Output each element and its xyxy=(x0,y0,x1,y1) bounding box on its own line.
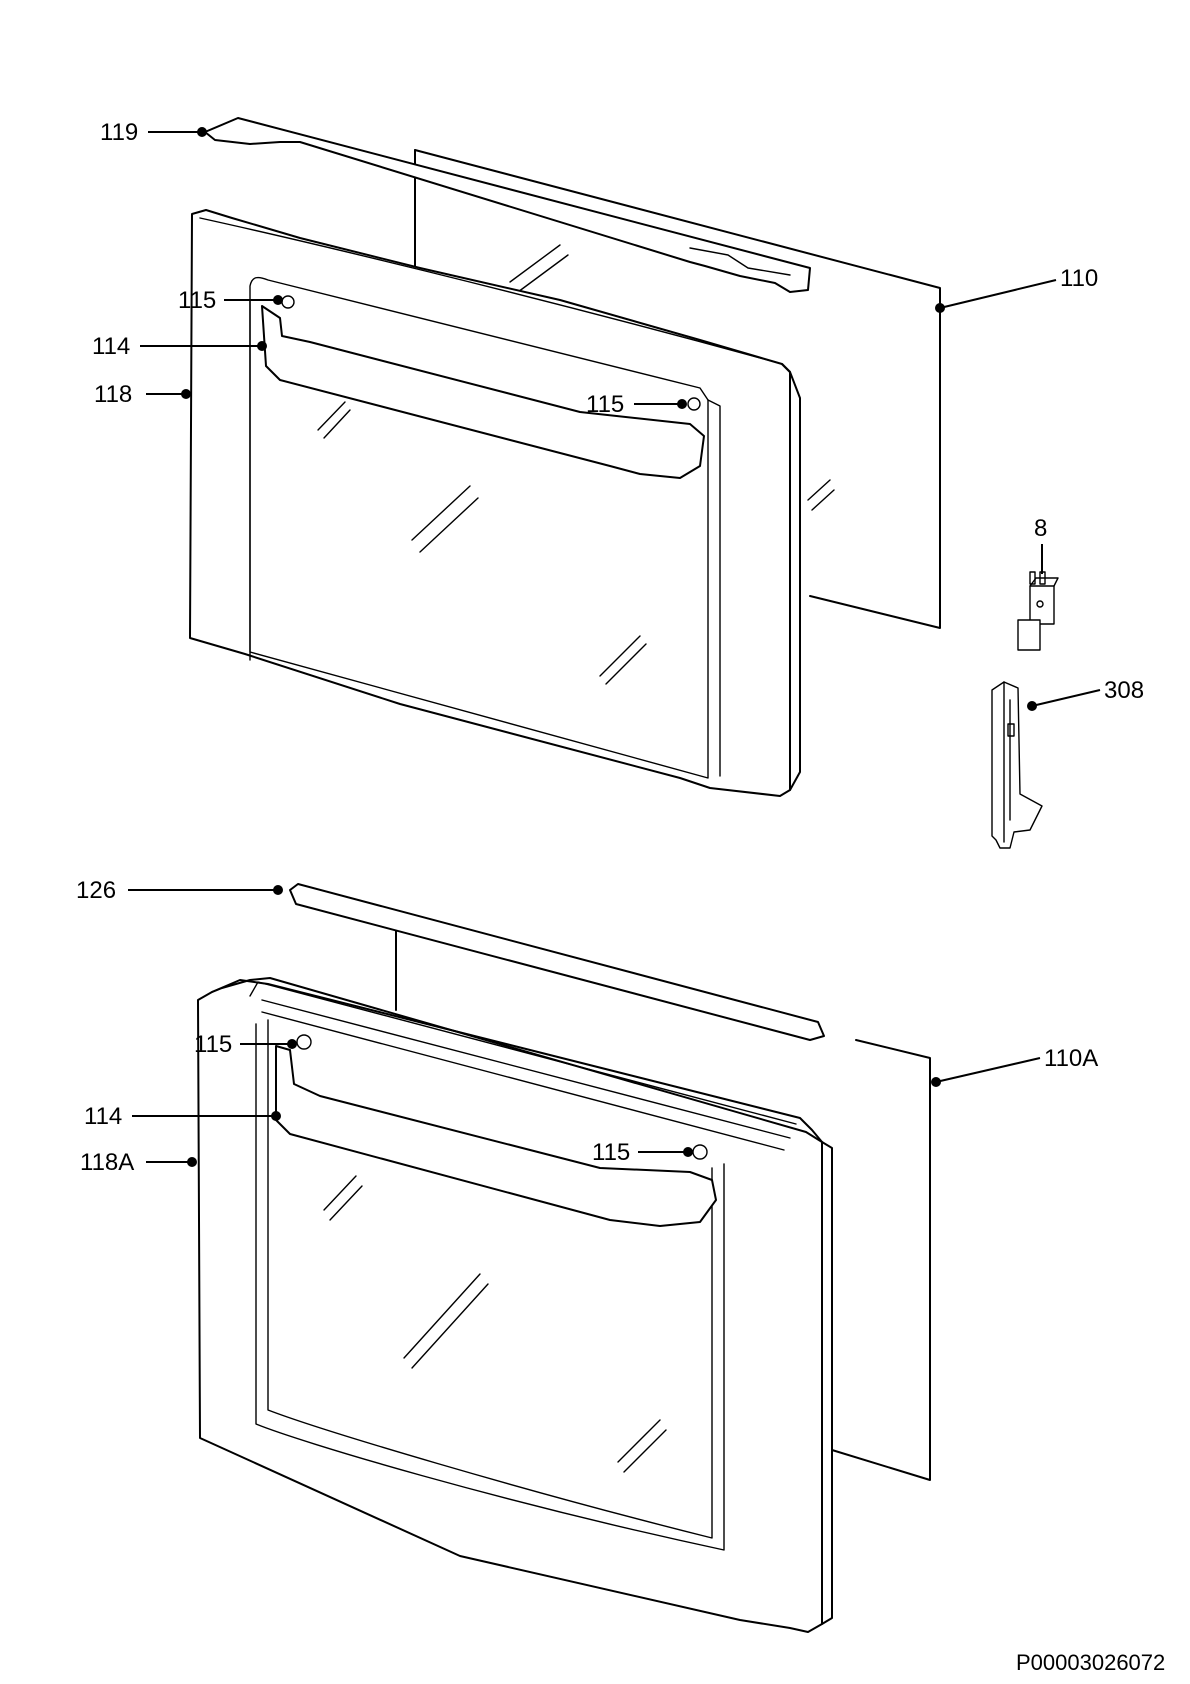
callout-115-upper-right: 115 xyxy=(586,391,687,418)
callout-8: 8 xyxy=(1034,515,1047,574)
callout-110-label: 110 xyxy=(1060,265,1098,292)
part-110a-inner-glass xyxy=(395,929,931,1481)
callout-114-lower-label: 114 xyxy=(84,1103,122,1130)
callout-118: 118 xyxy=(94,381,191,408)
part-8-door-switch xyxy=(1017,571,1059,651)
callout-308-label: 308 xyxy=(1104,677,1144,704)
part-114-upper-handle xyxy=(261,305,705,479)
part-119-top-profile xyxy=(204,117,811,293)
callout-114-upper-label: 114 xyxy=(92,333,130,360)
callout-126-label: 126 xyxy=(76,877,116,904)
callout-8-label: 8 xyxy=(1034,515,1047,542)
drawing-code: P00003026072 xyxy=(1016,1650,1165,1675)
callout-110: 110 xyxy=(935,265,1098,313)
callout-115-lower-left: 115 xyxy=(194,1031,297,1058)
callout-308: 308 xyxy=(1027,677,1144,711)
part-308-door-hinge xyxy=(991,681,1043,849)
callout-115-upper-left: 115 xyxy=(178,287,283,314)
part-115-screw-upper-right xyxy=(687,397,701,411)
callout-115-upper-left-label: 115 xyxy=(178,287,216,314)
callout-115-lower-right-label: 115 xyxy=(592,1139,630,1166)
callout-115-upper-right-label: 115 xyxy=(586,391,624,418)
part-126-top-strip xyxy=(289,883,825,1041)
callout-119-label: 119 xyxy=(100,119,138,146)
callout-118a-label: 118A xyxy=(80,1149,134,1176)
callout-118a: 118A xyxy=(80,1149,197,1176)
part-115-screw-upper-left xyxy=(281,295,295,309)
part-115-screw-lower-left xyxy=(296,1034,312,1050)
callout-118-label: 118 xyxy=(94,381,132,408)
callout-110a-label: 110A xyxy=(1044,1045,1098,1072)
callout-114-lower: 114 xyxy=(84,1103,281,1130)
callout-126: 126 xyxy=(76,877,283,904)
callout-110a: 110A xyxy=(931,1045,1098,1087)
callout-115-lower-left-label: 115 xyxy=(194,1031,232,1058)
part-114-lower-handle xyxy=(275,1045,717,1227)
callout-114-upper: 114 xyxy=(92,333,267,360)
part-115-screw-lower-right xyxy=(692,1144,708,1160)
callout-115-lower-right: 115 xyxy=(592,1139,693,1166)
callout-119: 119 xyxy=(100,119,207,146)
